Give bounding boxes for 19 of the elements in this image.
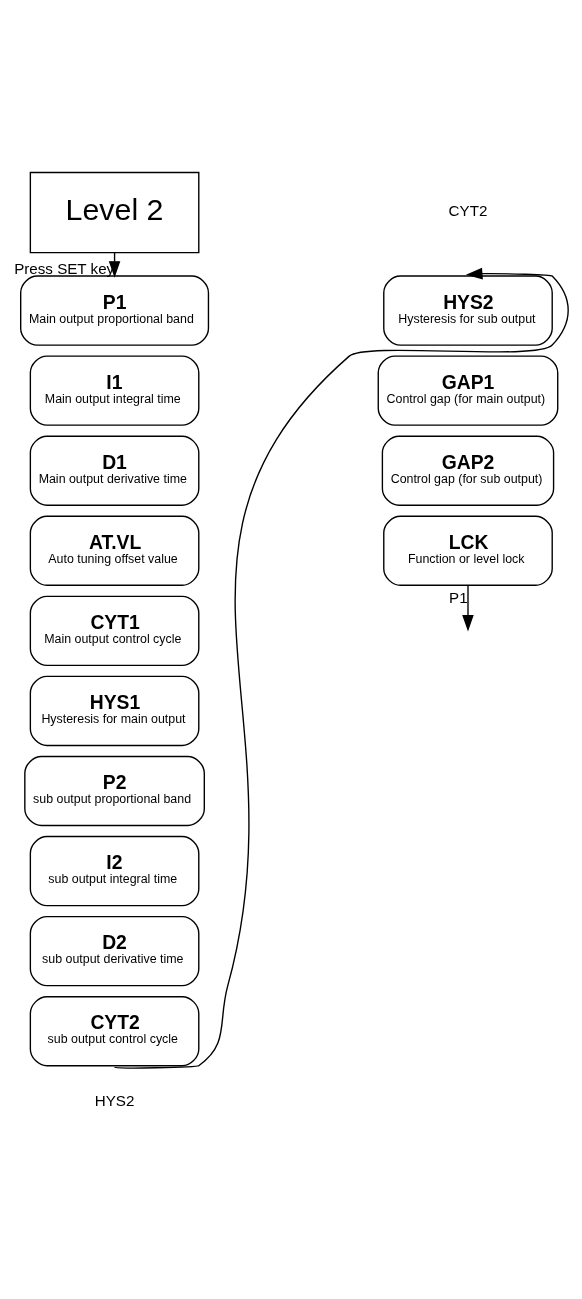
node-box: GAP1 Control gap (for main output) [377, 355, 559, 426]
node-box: HYS1 Hysteresis for main output [29, 675, 200, 747]
node-box: HYS2 Hysteresis for sub output [383, 275, 553, 346]
node-box: CYT2 sub output control cycle [29, 996, 200, 1067]
node-box: CYT1 Main output control cycle [29, 595, 200, 667]
node-box: I2 sub output integral time [29, 835, 200, 907]
node-box: LCK Function or level lock [383, 515, 553, 586]
arrow [462, 584, 474, 632]
node-box: P2 sub output proportional band [24, 755, 205, 827]
node-box: D1 Main output derivative time [29, 435, 200, 506]
node-box: GAP2 Control gap (for sub output) [381, 435, 555, 506]
node-box: Level 2 [29, 171, 200, 254]
node-box: I1 Main output integral time [29, 355, 200, 426]
node-box: D2 sub output derivative time [29, 915, 200, 987]
node-box: AT.VL Auto tuning offset value [29, 515, 200, 586]
arrow [113, 267, 569, 1069]
edge-label: P1 [449, 589, 468, 607]
label: HYS2 [94, 1091, 135, 1109]
label: CYT2 [448, 202, 488, 220]
